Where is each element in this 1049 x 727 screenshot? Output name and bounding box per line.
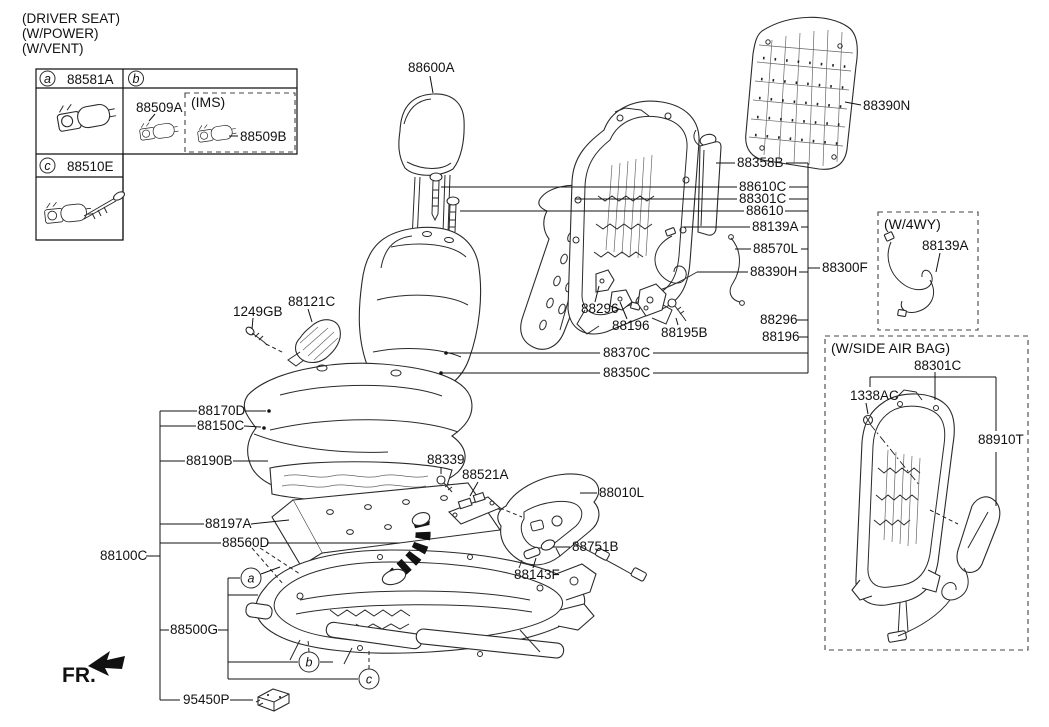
motor-88581a-drawing	[54, 96, 118, 134]
callout-88570l: 88570L	[753, 241, 799, 256]
callout-88300f: 88300F	[822, 260, 868, 275]
motor-88509a-drawing: 88509A	[136, 100, 183, 142]
legend-ims-part: 88509B	[240, 129, 287, 144]
leader-lines	[146, 75, 862, 701]
legend-b-letter: b	[133, 72, 140, 86]
callout-88296-left: 88296	[581, 301, 619, 316]
callout-88196-right: 88196	[762, 329, 800, 344]
callout-88610: 88610	[746, 203, 784, 218]
callout-88195b: 88195B	[661, 325, 708, 340]
screw-88339-drawing	[436, 475, 453, 493]
callout-88010l: 88010L	[599, 485, 645, 500]
airbag-frame-drawing	[851, 389, 955, 643]
airbag-module-drawing	[897, 496, 1001, 637]
back-panel-drawing	[745, 16, 858, 170]
side-airbag-title: (W/SIDE AIR BAG)	[831, 340, 950, 356]
callout-88143f: 88143F	[514, 567, 560, 582]
fr-indicator: FR.	[62, 651, 125, 687]
callout-88390n: 88390N	[863, 98, 910, 113]
callout-88197a: 88197A	[205, 516, 252, 531]
callout-88500g: 88500G	[170, 622, 218, 637]
callout-88296-right: 88296	[760, 312, 798, 327]
w4wy-inset: (W/4WY) 88139A	[877, 211, 979, 331]
ims-title: (IMS)	[191, 94, 225, 110]
marker-b: b	[306, 656, 313, 670]
callout-88610c: 88610C	[739, 179, 787, 194]
legend-c-letter: c	[44, 159, 51, 173]
callout-labels: 88600A 88390N 88358B 88610C 88301C 88610…	[100, 60, 910, 707]
callout-88350c: 88350C	[603, 365, 651, 380]
callout-88100c: 88100C	[100, 548, 148, 563]
side-airbag-inset: (W/SIDE AIR BAG) 88301C	[824, 335, 1029, 651]
callout-1338ac: 1338AC	[850, 388, 899, 403]
fr-label: FR.	[62, 664, 96, 687]
callout-88339: 88339	[427, 452, 465, 467]
callout-88121c: 88121C	[288, 294, 336, 309]
headrest-guide-pins-drawing	[429, 172, 460, 233]
callout-88139a: 88139A	[752, 219, 799, 234]
title-line3: (W/VENT)	[22, 41, 84, 56]
marker-c: c	[366, 673, 373, 687]
seatback-frame-drawing	[567, 100, 700, 335]
diagram-header: (DRIVER SEAT) (W/POWER) (W/VENT)	[22, 11, 120, 56]
side-shield-drawing	[497, 473, 600, 569]
callout-88390h: 88390H	[750, 264, 797, 279]
callout-88170d: 88170D	[198, 403, 246, 418]
board-88121c-drawing	[287, 319, 341, 367]
hinge-brackets-drawing	[595, 269, 667, 317]
caps-drawing	[523, 539, 556, 560]
airbag-bolt-drawing	[862, 414, 874, 426]
bolt-1249gb-drawing	[245, 326, 268, 346]
callout-88301c: 88301C	[739, 191, 787, 206]
callout-88301c-airbag: 88301C	[914, 358, 962, 373]
marker-a: a	[248, 572, 255, 586]
legend-table: a 88581A b c 88510E 88509A (IMS) 88509B	[35, 68, 298, 241]
callout-88196-left: 88196	[612, 318, 650, 333]
screw-88195b-drawing	[667, 298, 687, 322]
callout-88521a: 88521A	[462, 467, 509, 482]
legend-ims-box: (IMS) 88509B	[184, 92, 296, 153]
ecu-95450p-drawing	[255, 688, 290, 712]
callout-88139a-w4wy: 88139A	[922, 238, 969, 253]
legend-b-part: 88509A	[136, 100, 183, 115]
callout-88358b: 88358B	[737, 155, 784, 170]
headrest-drawing	[398, 93, 465, 241]
motor-88510e-drawing	[43, 191, 126, 225]
lumbar-support-drawing	[693, 129, 722, 236]
switch-88521a-drawing	[448, 491, 523, 525]
callout-88910t: 88910T	[978, 432, 1024, 447]
legend-a-letter: a	[44, 72, 51, 86]
legend-a-part: 88581A	[67, 72, 114, 87]
section-markers: a b c	[240, 567, 380, 690]
w4wy-title: (W/4WY)	[884, 216, 941, 232]
callout-1249gb: 1249GB	[233, 304, 283, 319]
callout-88150c: 88150C	[197, 418, 245, 433]
callout-88751b: 88751B	[572, 539, 619, 554]
title-line2: (W/POWER)	[22, 26, 99, 41]
title-line1: (DRIVER SEAT)	[22, 11, 120, 26]
track-frame-drawing	[245, 549, 597, 665]
callout-95450p: 95450P	[183, 692, 230, 707]
fr-arrow-icon	[88, 651, 125, 676]
callout-88560d: 88560D	[222, 535, 270, 550]
legend-c-part: 88510E	[67, 159, 114, 174]
callout-88600a: 88600A	[408, 60, 455, 75]
vent-duct-drawing	[381, 512, 431, 586]
callout-88190b: 88190B	[186, 453, 233, 468]
callout-88370c: 88370C	[603, 345, 651, 360]
